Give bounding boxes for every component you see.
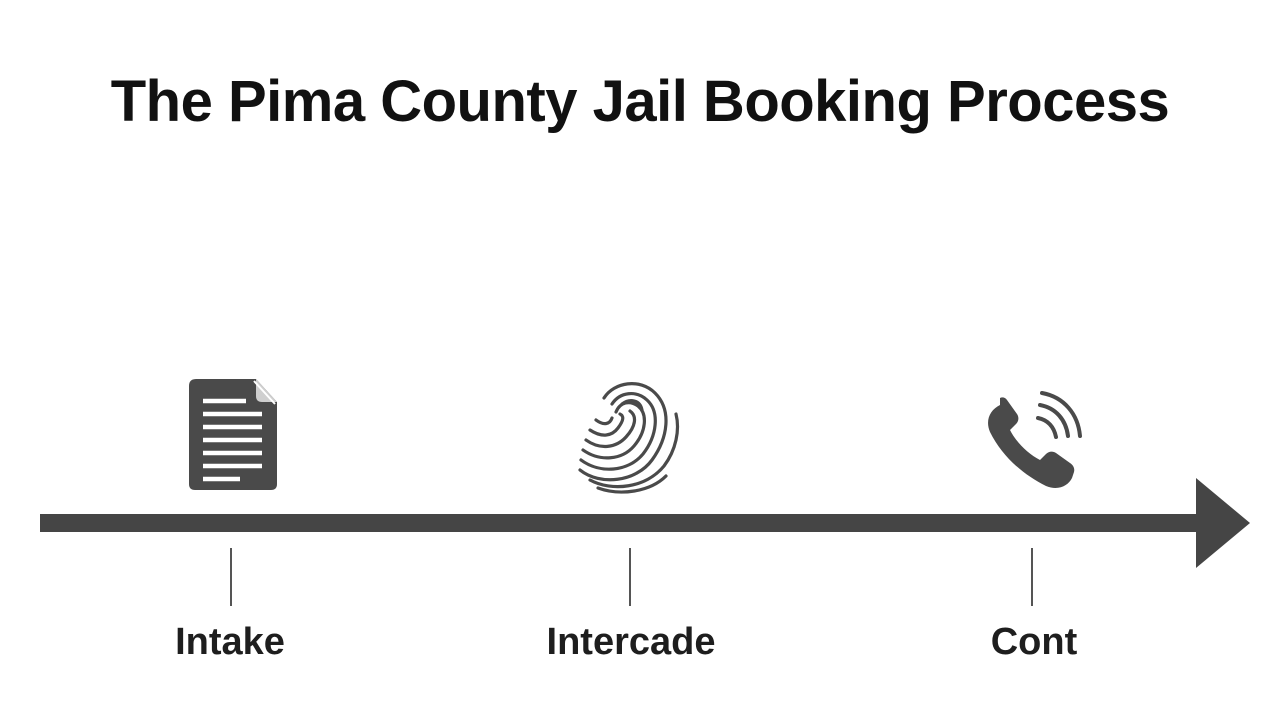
step-label-cont: Cont	[990, 621, 1078, 663]
phone-call-icon	[988, 391, 1082, 489]
fingerprint-icon	[578, 382, 680, 494]
timeline-arrow-head	[1196, 478, 1250, 568]
step-label-intake: Intake	[175, 621, 285, 663]
step-label-intercade: Intercade	[546, 621, 716, 663]
diagram-title: The Pima County Jail Booking Process	[110, 69, 1170, 134]
timeline-arrow-shaft	[40, 514, 1200, 532]
document-icon	[189, 379, 277, 490]
